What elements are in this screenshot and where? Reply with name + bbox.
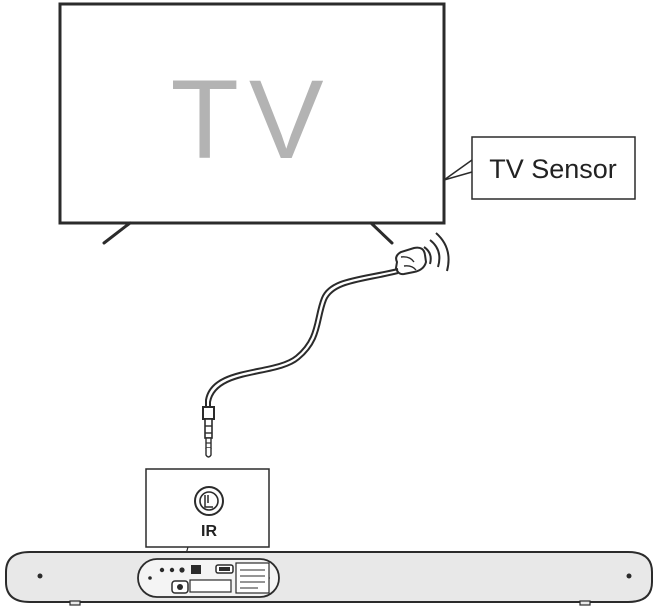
callout-pointer — [443, 159, 473, 181]
soundbar-left-foot — [69, 600, 81, 606]
power-socket-icon — [171, 580, 189, 594]
signal-waves-icon — [423, 232, 450, 272]
panel-optical-port — [191, 565, 201, 574]
ir-receiver-icon — [394, 246, 428, 276]
audio-jack-plug — [202, 406, 215, 458]
panel-port-2 — [169, 567, 175, 573]
soundbar-body — [5, 551, 653, 603]
tv-sensor-callout: TV Sensor — [443, 136, 636, 200]
callout-label: TV Sensor — [489, 154, 617, 184]
soundbar-right-screw — [626, 573, 632, 579]
panel-port-ir — [179, 567, 185, 573]
soundbar-right-foot — [579, 600, 591, 606]
tv-label: TV — [170, 57, 333, 182]
ir-cable — [205, 268, 399, 408]
connector-panel — [137, 558, 280, 598]
tv-screen — [58, 2, 446, 225]
ir-jack-icon — [194, 486, 224, 516]
ir-receiver — [394, 232, 450, 276]
ir-port-detail: IR — [145, 468, 270, 569]
tv-right-leg — [369, 221, 394, 245]
soundbar — [5, 551, 653, 606]
panel-label-plate — [189, 579, 232, 593]
tv: TV — [58, 2, 446, 245]
panel-port-1 — [159, 567, 165, 573]
ir-port-label: IR — [201, 523, 217, 540]
tv-left-leg — [102, 221, 132, 245]
callout-box — [471, 136, 636, 200]
soundbar-left-screw — [37, 573, 43, 579]
